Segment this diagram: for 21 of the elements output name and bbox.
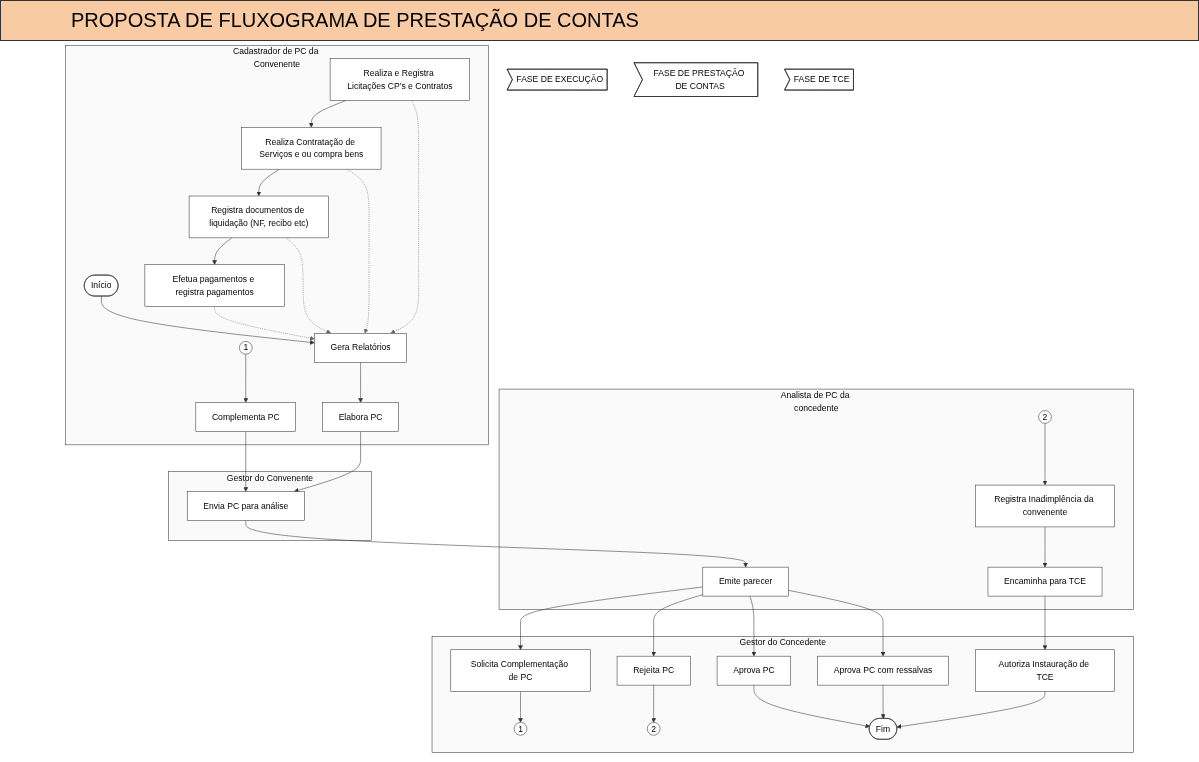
node-circle: 2 <box>647 722 661 736</box>
diagram-title: PROPOSTA DE FLUXOGRAMA DE PRESTAÇÃO DE CONTAS <box>0 0 1199 41</box>
node-box: Envia PC para análise <box>186 491 305 521</box>
node-box: Autoriza Instauração de TCE <box>975 649 1115 692</box>
node-box: Rejeita PC <box>616 655 691 686</box>
node-box: Aprova PC <box>716 655 791 686</box>
node-box: Complementa PC <box>195 402 296 432</box>
node-box: Registra Inadimplência da convenente <box>975 484 1115 528</box>
node-box: Realiza e Registra Licitações CP’s e Contratos <box>329 58 470 101</box>
node-box: Elabora PC <box>322 402 399 432</box>
node-box: Solicita Complementação de PC <box>450 649 591 692</box>
node-box: Aprova PC com ressalvas <box>817 655 949 686</box>
node-circle: 2 <box>1038 410 1052 424</box>
node-box: Efetua pagamentos e registra pagamentos <box>144 264 285 307</box>
node-box: Registra documentos de liquidação (NF, recibo etc) <box>188 195 329 239</box>
node-box: Realiza Contratação de Serviços e ou compra bens <box>241 127 382 170</box>
node-box: Encaminha para TCE <box>987 566 1103 597</box>
node-box: Emite parecer <box>702 566 789 597</box>
node-box: Gera Relatórios <box>314 333 407 363</box>
node-circle: 1 <box>513 722 528 736</box>
node-circle: 1 <box>239 341 253 355</box>
